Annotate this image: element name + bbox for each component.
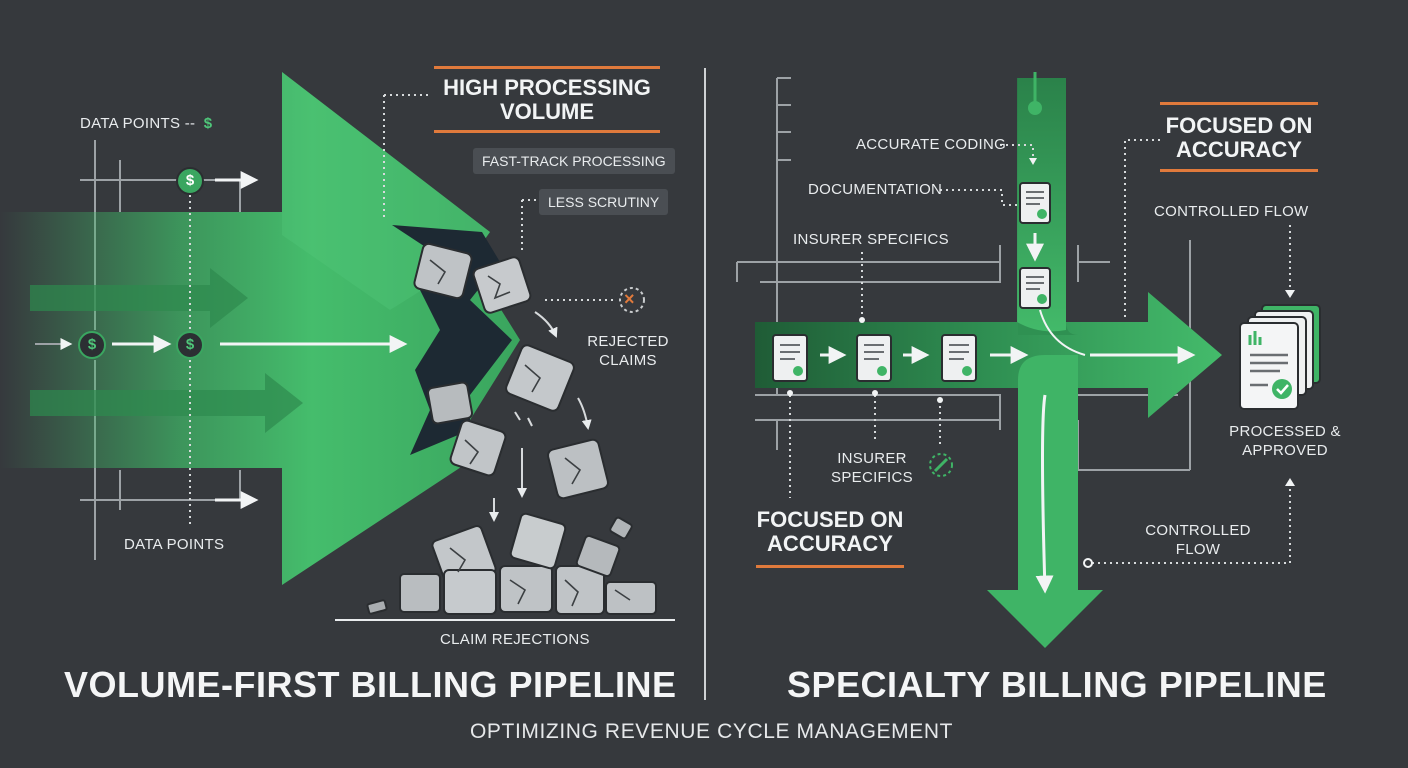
high-processing-volume-heading: HIGH PROCESSING VOLUME [434, 66, 660, 133]
focused-accuracy-heading-bottom: FOCUSED ON ACCURACY [756, 507, 904, 568]
specialty-pipe [755, 292, 1222, 418]
insurer-specifics-top-label: INSURER SPECIFICS [793, 231, 949, 248]
footer-subtitle: OPTIMIZING REVENUE CYCLE MANAGEMENT [470, 720, 954, 743]
flow-arrows-left [112, 171, 408, 509]
dollar-node-icon: $ [78, 331, 106, 359]
dollar-sign-icon: $ [203, 115, 213, 132]
left-dotted-connectors [189, 94, 615, 525]
controlled-flow-bottom-label: CONTROLLED FLOW [1145, 522, 1251, 558]
connector-arrowheads [1029, 158, 1295, 486]
data-points-top-text: DATA POINTS -- [80, 115, 196, 132]
rejected-claims-label: REJECTED CLAIMS [587, 333, 669, 369]
reject-marker-icon [619, 287, 645, 313]
specialty-title: SPECIALTY BILLING PIPELINE [787, 664, 1327, 705]
volume-first-title: VOLUME-FIRST BILLING PIPELINE [64, 664, 677, 705]
falling-chips [514, 411, 533, 427]
downward-arrow-curve [1035, 394, 1054, 594]
processed-approved-label: PROCESSED & APPROVED [1229, 423, 1341, 459]
right-connector-dots [787, 317, 943, 403]
reject-x-icon: × [624, 289, 635, 309]
falling-arrows [489, 311, 592, 522]
controlled-flow-node [1083, 558, 1093, 568]
verify-icon [929, 453, 953, 477]
rock-cracks [429, 259, 631, 607]
focused-accuracy-heading-top: FOCUSED ON ACCURACY [1160, 102, 1318, 172]
downward-arrow [987, 355, 1103, 648]
documents [772, 182, 1321, 410]
volume-arrow [0, 72, 520, 585]
top-feed-node [1028, 101, 1042, 115]
right-dotted-connectors [789, 139, 1291, 564]
dollar-node-icon: $ [176, 331, 204, 359]
fast-track-tag: FAST-TRACK PROCESSING [473, 148, 675, 174]
approved-stack-icon [1239, 304, 1321, 410]
inner-arrows [30, 268, 303, 433]
flow-arrows-right [820, 233, 1196, 364]
insurer-specifics-bottom-label: INSURER SPECIFICS [831, 450, 913, 486]
rejected-claim-rocks [366, 242, 657, 615]
focused-accuracy-bottom-text: FOCUSED ON ACCURACY [756, 507, 904, 556]
dollar-coin-icon: $ [176, 167, 204, 195]
high-processing-volume-text: HIGH PROCESSING VOLUME [443, 75, 651, 124]
less-scrutiny-tag: LESS SCRUTINY [539, 189, 669, 215]
merge-curve [1039, 309, 1086, 356]
data-points-bottom-label: DATA POINTS [124, 536, 225, 553]
focused-accuracy-top-text: FOCUSED ON ACCURACY [1165, 113, 1313, 162]
controlled-flow-top-label: CONTROLLED FLOW [1154, 203, 1309, 220]
claim-rejections-label: CLAIM REJECTIONS [440, 631, 590, 648]
documentation-label: DOCUMENTATION [808, 181, 943, 198]
accurate-coding-label: ACCURATE CODING [856, 136, 1007, 153]
data-points-top-label: DATA POINTS -- $ [80, 115, 212, 132]
